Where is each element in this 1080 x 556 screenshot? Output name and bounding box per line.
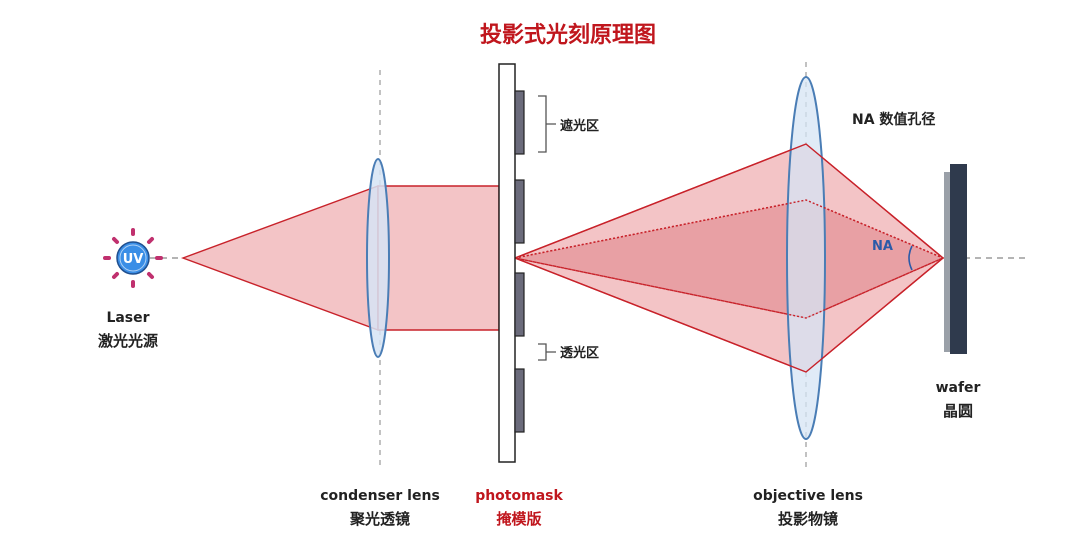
wafer-backing xyxy=(944,172,950,352)
photomask-plate xyxy=(498,63,516,463)
mask-pad xyxy=(514,272,525,337)
mask-pad xyxy=(514,179,525,244)
clear-zone-label: 透光区 xyxy=(560,345,599,361)
wafer-label-en: wafer xyxy=(936,380,981,396)
collimated-beam xyxy=(377,185,500,331)
wafer-label-zh: 晶圆 xyxy=(943,402,973,420)
na-header-label: NA 数值孔径 xyxy=(852,111,935,128)
wafer-body xyxy=(950,164,967,354)
objective-label-zh: 投影物镜 xyxy=(778,510,838,528)
na-edge-bottom xyxy=(514,257,944,319)
objective-lens xyxy=(786,76,826,440)
illumination-cone xyxy=(180,184,379,332)
photomask-label-zh: 掩模版 xyxy=(496,510,541,528)
clear-zone-bracket xyxy=(538,343,556,361)
condenser-label-zh: 聚光透镜 xyxy=(349,510,410,528)
condenser-label-en: condenser lens xyxy=(320,488,440,504)
na-edge-top xyxy=(514,199,944,259)
mask-pad xyxy=(514,90,525,155)
projection-edge-bottom xyxy=(514,257,944,373)
shade-zone-bracket xyxy=(538,95,556,153)
na-angle-label: NA xyxy=(872,239,893,254)
na-angle-arc xyxy=(908,245,913,271)
photomask-label-en: photomask xyxy=(475,488,563,504)
laser-label-en: Laser xyxy=(106,310,149,326)
laser-label-zh: 激光光源 xyxy=(98,332,158,350)
uv-sun-icon xyxy=(103,228,163,288)
shade-zone-label: 遮光区 xyxy=(560,118,599,134)
condenser-lens xyxy=(366,158,390,358)
projection-edge-top xyxy=(514,143,944,259)
diagram-title: 投影式光刻原理图 xyxy=(480,22,656,48)
mask-pad xyxy=(514,368,525,433)
objective-label-en: objective lens xyxy=(753,488,863,504)
uv-icon-text: UV xyxy=(123,252,144,267)
